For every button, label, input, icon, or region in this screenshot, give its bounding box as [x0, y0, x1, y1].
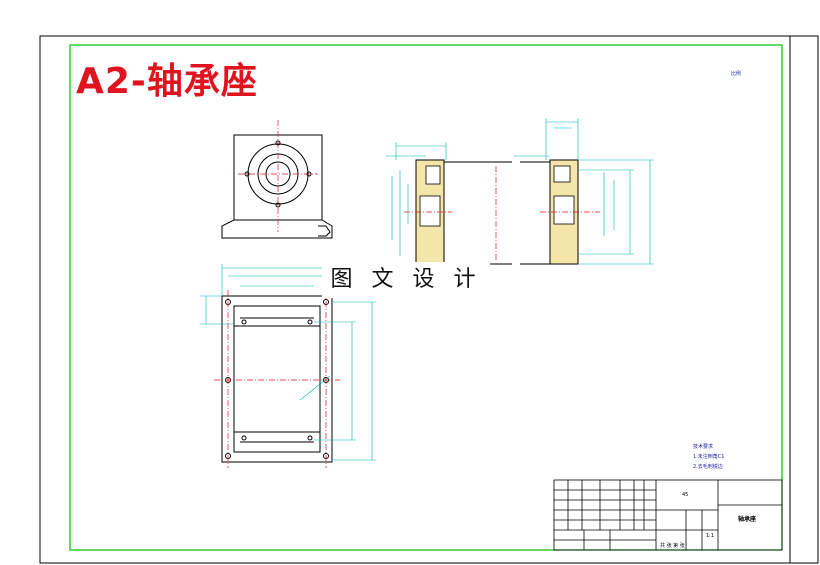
- section-view-b: [514, 118, 654, 265]
- watermark-text: 图 文 设 计: [322, 262, 490, 298]
- front-view-centerlines: [238, 120, 318, 232]
- note-line: 1.未注倒角C1: [693, 454, 725, 460]
- drawing-border: [69, 44, 783, 551]
- top-view: [221, 295, 333, 463]
- title-block-scale: 1:1: [706, 533, 715, 539]
- note-line: 技术要求: [693, 444, 714, 450]
- title-block-code: 45: [682, 492, 689, 498]
- technical-notes: 技术要求 1.未注倒角C1 2.去毛刺锐边: [693, 443, 724, 470]
- note-line: 2.去毛刺锐边: [693, 464, 723, 470]
- drawing-title: A2-轴承座: [76, 61, 258, 102]
- title-block: [553, 479, 783, 551]
- title-block-sheet: 共 张 第 张: [660, 543, 685, 549]
- title-block-part-name: 轴承座: [738, 516, 757, 523]
- top-view-centerlines: [214, 290, 340, 468]
- corner-scale-mark: 比例: [731, 71, 742, 77]
- outer-frame: [39, 35, 819, 564]
- top-view-dimensions: [200, 264, 376, 461]
- section-view-a: [386, 142, 512, 265]
- front-view: [221, 134, 333, 239]
